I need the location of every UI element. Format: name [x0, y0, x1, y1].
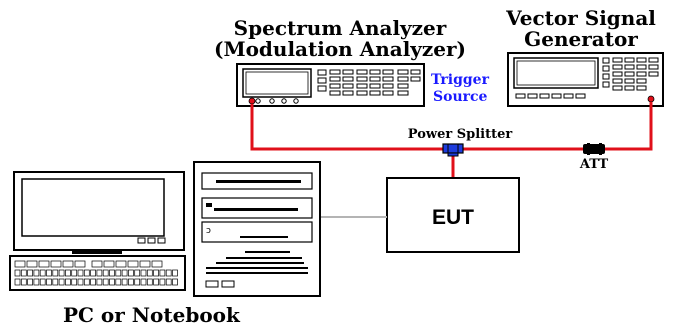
keyboard-key — [20, 278, 27, 286]
keyboard-key — [14, 260, 26, 268]
keyboard-key — [27, 278, 33, 286]
spectrum-analyzer-subtitle: (Modulation Analyzer) — [214, 37, 466, 61]
keyboard-key — [26, 260, 38, 268]
keyboard-key — [121, 278, 128, 286]
keyboard-key — [46, 278, 52, 286]
keyboard-key — [140, 278, 147, 286]
keyboard-key — [103, 260, 115, 268]
sa-keypad — [317, 69, 421, 96]
keyboard-key — [83, 269, 90, 277]
keyboard-key — [172, 278, 178, 286]
keyboard-key — [128, 278, 134, 286]
keyboard-key — [109, 278, 115, 286]
tower-vents — [206, 251, 308, 274]
keyboard-key — [38, 260, 50, 268]
keyboard-key — [165, 269, 172, 277]
attenuator-icon — [583, 143, 605, 155]
keyboard-key — [65, 278, 71, 286]
drive-bay-3 — [201, 221, 313, 243]
keyboard-key — [52, 269, 59, 277]
vector-signal-generator-instrument — [507, 52, 664, 107]
keyboard-key — [77, 278, 84, 286]
svg-text:ↄ: ↄ — [206, 226, 211, 236]
keyboard-key — [159, 278, 166, 286]
keyboard-key — [139, 260, 151, 268]
rf-cables — [250, 102, 653, 178]
spectrum-analyzer-title: Spectrum Analyzer — [234, 16, 447, 40]
keyboard-key — [50, 260, 62, 268]
keyboard-key — [71, 269, 78, 277]
keyboard-key — [153, 269, 159, 277]
keyboard-key — [96, 278, 103, 286]
keyboard-key — [91, 260, 103, 268]
pc-tower: ↄ — [193, 161, 321, 297]
keyboard-key — [109, 269, 115, 277]
keyboard-key — [33, 278, 40, 286]
eut-label: EUT — [432, 206, 474, 229]
vsg-rf-output-port — [647, 95, 655, 103]
keyboard-key — [58, 278, 65, 286]
power-splitter-icon — [442, 143, 464, 157]
keyboard-key — [27, 269, 33, 277]
keyboard-key — [165, 278, 172, 286]
keyboard-key — [134, 269, 141, 277]
keyboard-key — [62, 260, 74, 268]
keyboard-key — [153, 278, 159, 286]
keyboard-key — [65, 269, 71, 277]
keyboard-key — [102, 278, 109, 286]
monitor-screen — [21, 178, 165, 237]
keyboard-key — [83, 278, 90, 286]
keyboard-key — [115, 269, 122, 277]
keyboard-key — [20, 269, 27, 277]
keyboard-key — [74, 260, 86, 268]
keyboard-key — [90, 278, 96, 286]
keyboard-key — [146, 269, 153, 277]
att-label: ATT — [579, 157, 609, 172]
keyboard-key — [115, 260, 127, 268]
keyboard-key — [128, 269, 134, 277]
spectrum-analyzer-instrument — [236, 63, 425, 107]
power-splitter-label: Power Splitter — [408, 127, 513, 142]
keyboard-key — [96, 269, 103, 277]
vsg-screen — [513, 57, 599, 89]
keyboard-key — [127, 260, 139, 268]
keyboard-key — [52, 278, 59, 286]
keyboard-key — [102, 269, 109, 277]
keyboard-key — [77, 269, 84, 277]
keyboard-key — [33, 269, 40, 277]
keyboard-key — [58, 269, 65, 277]
keyboard-key — [39, 278, 46, 286]
vsg-title: Vector Signal — [505, 6, 656, 30]
keyboard-key — [46, 269, 52, 277]
pc-monitor — [13, 171, 185, 254]
keyboard-key — [159, 269, 166, 277]
eut-box — [386, 177, 520, 253]
keyboard-key — [151, 260, 163, 268]
trigger-source-label-2: Source — [433, 89, 488, 105]
keyboard-key — [71, 278, 78, 286]
sa-rf-input-port — [248, 97, 256, 105]
trigger-source-label: Trigger — [431, 72, 490, 88]
sa-screen — [242, 68, 312, 98]
keyboard-key — [90, 269, 96, 277]
vsg-keypad — [515, 57, 659, 99]
keyboard-key — [39, 269, 46, 277]
pc-keyboard — [9, 255, 186, 291]
keyboard-key — [121, 269, 128, 277]
sa-front-ports — [255, 98, 299, 104]
pc-notebook-label: PC or Notebook — [63, 303, 241, 323]
keyboard-key — [14, 278, 21, 286]
keyboard-key — [14, 269, 21, 277]
keyboard-key — [115, 278, 122, 286]
cable-att-to-vsg — [605, 102, 653, 151]
keyboard-key — [172, 269, 178, 277]
keyboard-key — [134, 278, 141, 286]
cable-sa-to-splitter — [250, 104, 444, 151]
keyboard-key — [146, 278, 153, 286]
vsg-subtitle: Generator — [524, 27, 638, 51]
keyboard-key — [140, 269, 147, 277]
